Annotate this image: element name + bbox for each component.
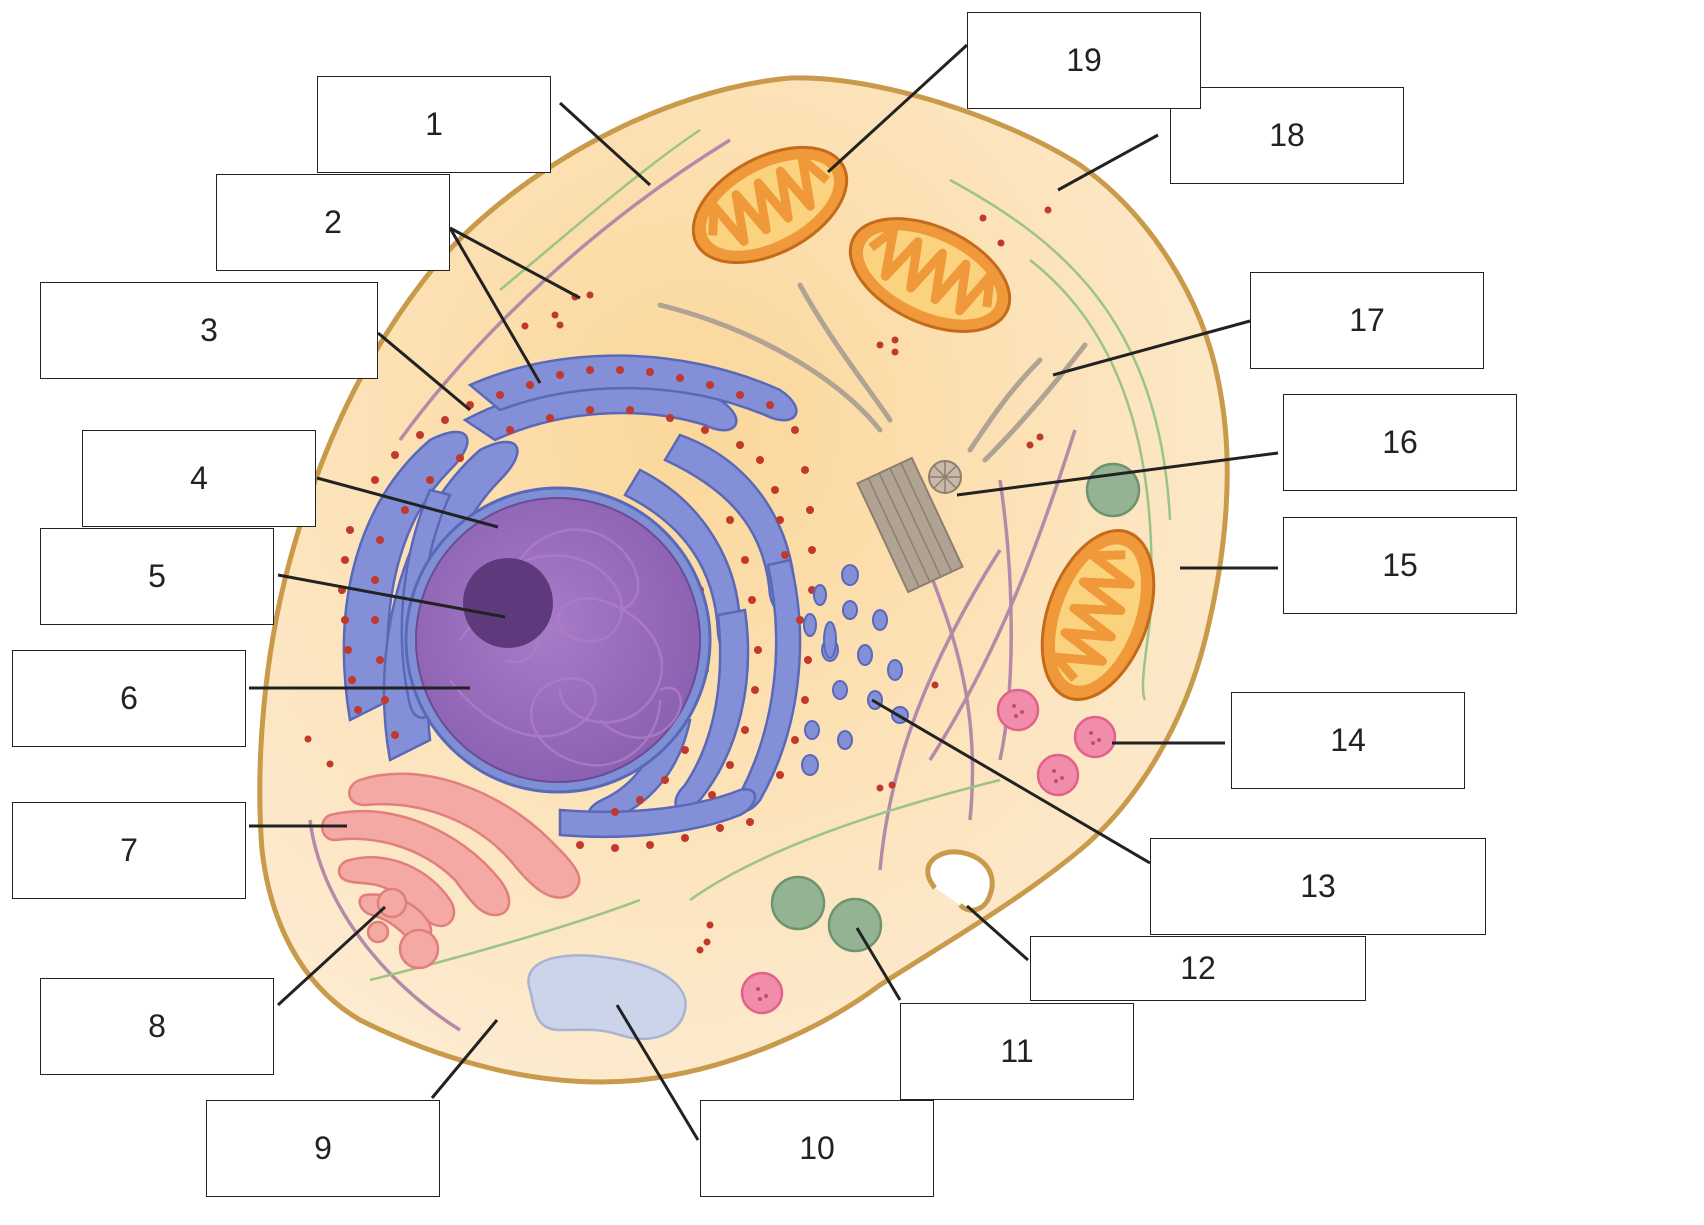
label-number: 1 (425, 106, 443, 142)
label-number: 14 (1330, 722, 1366, 758)
centriole (856, 456, 964, 594)
leader-line-13 (871, 698, 1151, 865)
leader-line-2a (449, 226, 581, 300)
label-number: 7 (120, 832, 138, 868)
label-box-14[interactable]: 14 (1231, 692, 1465, 789)
label-box-10[interactable]: 10 (700, 1100, 934, 1197)
label-box-8[interactable]: 8 (40, 978, 274, 1075)
label-number: 16 (1382, 424, 1418, 460)
leader-lines (249, 43, 1279, 1141)
label-box-1[interactable]: 1 (317, 76, 551, 173)
label-box-2[interactable]: 2 (216, 174, 450, 271)
leader-line-4 (316, 476, 499, 529)
label-box-13[interactable]: 13 (1150, 838, 1486, 935)
label-box-19[interactable]: 19 (967, 12, 1201, 109)
label-number: 13 (1300, 868, 1336, 904)
label-box-17[interactable]: 17 (1250, 272, 1484, 369)
centrosome-microtubules (657, 282, 1088, 463)
label-box-7[interactable]: 7 (12, 802, 246, 899)
label-number: 9 (314, 1130, 332, 1166)
leader-line-9 (430, 1019, 499, 1099)
label-number: 5 (148, 558, 166, 594)
label-box-9[interactable]: 9 (206, 1100, 440, 1197)
mitochondria (691, 145, 1156, 701)
label-box-15[interactable]: 15 (1283, 517, 1517, 614)
label-number: 3 (200, 312, 218, 348)
intermediate-filaments (369, 128, 1172, 982)
leader-line-3 (377, 331, 471, 412)
label-number: 19 (1066, 42, 1102, 78)
lysosome-enzymes (756, 704, 1101, 1001)
leader-line-11 (855, 927, 902, 1001)
label-number: 12 (1180, 950, 1216, 986)
label-number: 4 (190, 460, 208, 496)
label-number: 2 (324, 204, 342, 240)
label-number: 15 (1382, 547, 1418, 583)
vacuole (527, 954, 687, 1040)
leader-line-8 (276, 905, 387, 1007)
label-box-11[interactable]: 11 (900, 1003, 1134, 1100)
label-number: 8 (148, 1008, 166, 1044)
label-number: 11 (1000, 1033, 1034, 1069)
nucleus (404, 486, 712, 794)
label-box-4[interactable]: 4 (82, 430, 316, 527)
peroxisomes (770, 462, 1141, 953)
label-box-3[interactable]: 3 (40, 282, 378, 379)
label-box-18[interactable]: 18 (1170, 87, 1404, 184)
leader-line-18 (1057, 133, 1159, 192)
golgi-vesicles (366, 887, 440, 970)
label-box-16[interactable]: 16 (1283, 394, 1517, 491)
nucleolus (463, 558, 553, 648)
label-box-6[interactable]: 6 (12, 650, 246, 747)
label-box-12[interactable]: 12 (1030, 936, 1366, 1001)
leader-line-19 (826, 43, 969, 174)
label-number: 18 (1269, 117, 1305, 153)
leader-line-1 (558, 101, 652, 187)
label-box-5[interactable]: 5 (40, 528, 274, 625)
leader-line-12 (966, 904, 1029, 962)
leader-line-17 (1052, 319, 1251, 377)
leader-line-2b (448, 227, 542, 384)
label-number: 17 (1349, 302, 1385, 338)
lysosomes (740, 688, 1117, 1015)
leader-line-10 (615, 1004, 700, 1141)
label-number: 10 (799, 1130, 835, 1166)
label-number: 6 (120, 680, 138, 716)
leader-line-5 (277, 573, 506, 619)
leader-line-16 (956, 451, 1279, 497)
endocytic-pit (925, 849, 995, 913)
